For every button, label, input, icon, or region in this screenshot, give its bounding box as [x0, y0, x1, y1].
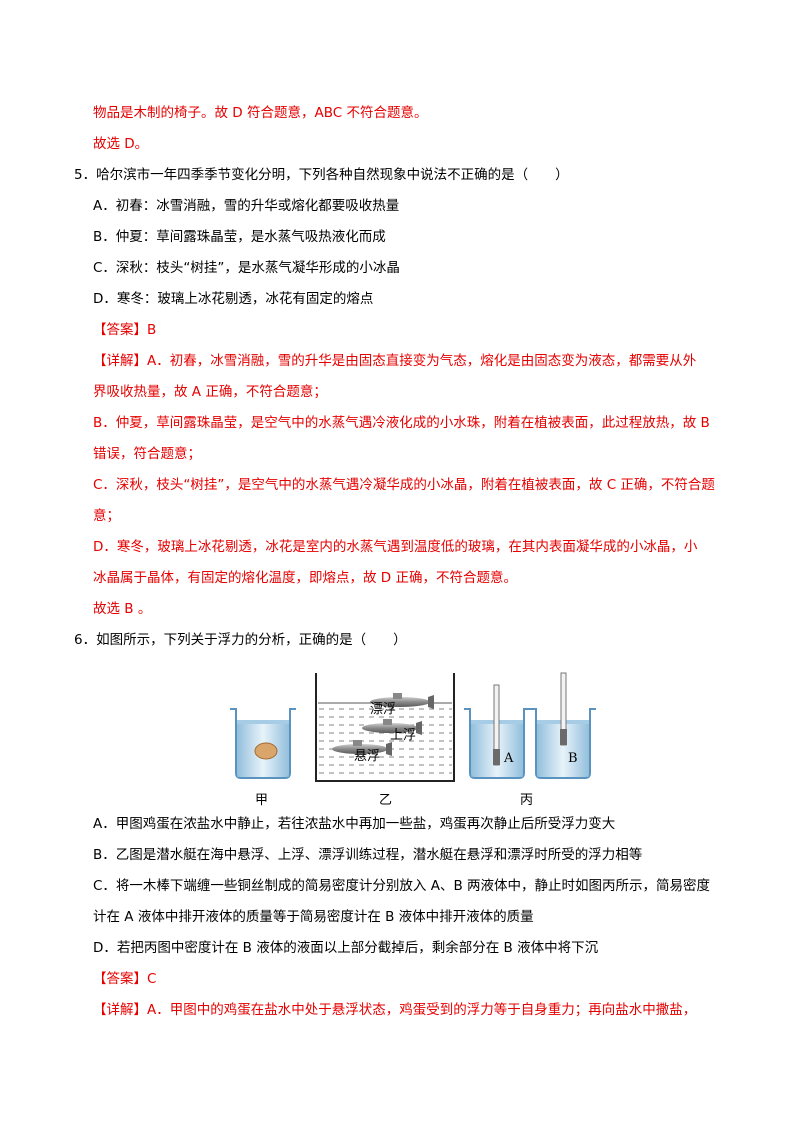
question-5-answer: 【答案】B	[93, 322, 157, 338]
label-piaofu: 漂浮	[370, 702, 397, 717]
question-6-option-b: B．乙图是潜水艇在海中悬浮、上浮、漂浮训练过程，潜水艇在悬浮和漂浮时所受的浮力相…	[93, 847, 643, 863]
question-5-detail-line: 意；	[93, 508, 120, 524]
question-6-answer: 【答案】C	[93, 971, 157, 987]
question-6-option-c: C．将一木棒下端缠一些铜丝制成的简易密度计分别放入 A、B 两液体中，静止时如图…	[93, 878, 711, 894]
label-jia: 甲	[255, 793, 269, 808]
prev-answer-line-2: 故选 D。	[93, 136, 149, 152]
question-6-option-c-cont: 计在 A 液体中排开液体的质量等于简易密度计在 B 液体中排开液体的质量	[93, 909, 534, 925]
buoyancy-figure: 漂浮 上浮 悬浮 A B 甲 乙 丙	[228, 665, 608, 815]
question-5-option-a: A．初春：冰雪消融，雪的升华或熔化都要吸收热量	[93, 198, 400, 214]
label-yi: 乙	[379, 793, 393, 808]
beaker-jia	[230, 708, 296, 779]
question-5-detail-line: B．仲夏，草间露珠晶莹，是空气中的水蒸气遇冷液化成的小水珠，附着在植被表面，此过…	[93, 415, 710, 431]
label-b: B	[568, 751, 578, 766]
question-5-detail-line: 界吸收热量，故 A 正确，不符合题意；	[93, 384, 327, 400]
question-6-stem: 6．如图所示，下列关于浮力的分析，正确的是（ ）	[74, 632, 407, 648]
question-5-detail-line: 错误，符合题意；	[93, 446, 201, 462]
buoyancy-diagram	[230, 672, 596, 782]
beaker-bing-b	[530, 672, 596, 779]
question-6-option-d: D．若把丙图中密度计在 B 液体的液面以上部分截掉后，剩余部分在 B 液体中将下…	[93, 940, 599, 956]
beaker-bing-a	[464, 684, 530, 779]
prev-answer-line-1: 物品是木制的椅子。故 D 符合题意，ABC 不符合题意。	[93, 105, 428, 121]
question-5-detail-line: C．深秋，枝头“树挂”，是空气中的水蒸气遇冷凝华成的小冰晶，附着在植被表面，故 …	[93, 477, 715, 493]
label-xuanfu: 悬浮	[354, 749, 381, 764]
question-5-option-c: C．深秋：枝头“树挂”，是水蒸气凝华形成的小冰晶	[93, 260, 400, 276]
label-shangfu: 上浮	[390, 728, 417, 743]
tank-yi	[315, 673, 455, 782]
question-6-detail-line: 【详解】A．甲图中的鸡蛋在盐水中处于悬浮状态，鸡蛋受到的浮力等于自身重力；再向盐…	[93, 1002, 697, 1018]
submarine-icon	[332, 740, 392, 756]
question-6-option-a: A．甲图鸡蛋在浓盐水中静止，若往浓盐水中再加一些盐，鸡蛋再次静止后所受浮力变大	[93, 816, 616, 832]
question-5-option-b: B．仲夏：草间露珠晶莹，是水蒸气吸热液化而成	[93, 229, 386, 245]
question-5-detail-line: 冰晶属于晶体，有固定的熔化温度，即熔点，故 D 正确，不符合题意。	[93, 570, 517, 586]
question-5-detail-line: 【详解】A．初春，冰雪消融，雪的升华是由固态直接变为气态，熔化是由固态变为液态，…	[93, 353, 697, 369]
label-bing: 丙	[520, 793, 534, 808]
question-5-option-d: D．寒冬：玻璃上冰花剔透，冰花有固定的熔点	[93, 291, 374, 307]
submarine-icon	[362, 719, 422, 735]
question-5-detail-line: D．寒冬，玻璃上冰花剔透，冰花是室内的水蒸气遇到温度低的玻璃，在其内表面凝华成的…	[93, 539, 698, 555]
label-a: A	[504, 751, 514, 766]
question-5-stem: 5．哈尔滨市一年四季季节变化分明，下列各种自然现象中说法不正确的是（ ）	[74, 167, 569, 183]
submarine-icon	[370, 693, 434, 709]
egg-icon	[254, 742, 278, 760]
question-5-conclusion: 故选 B 。	[93, 601, 152, 617]
